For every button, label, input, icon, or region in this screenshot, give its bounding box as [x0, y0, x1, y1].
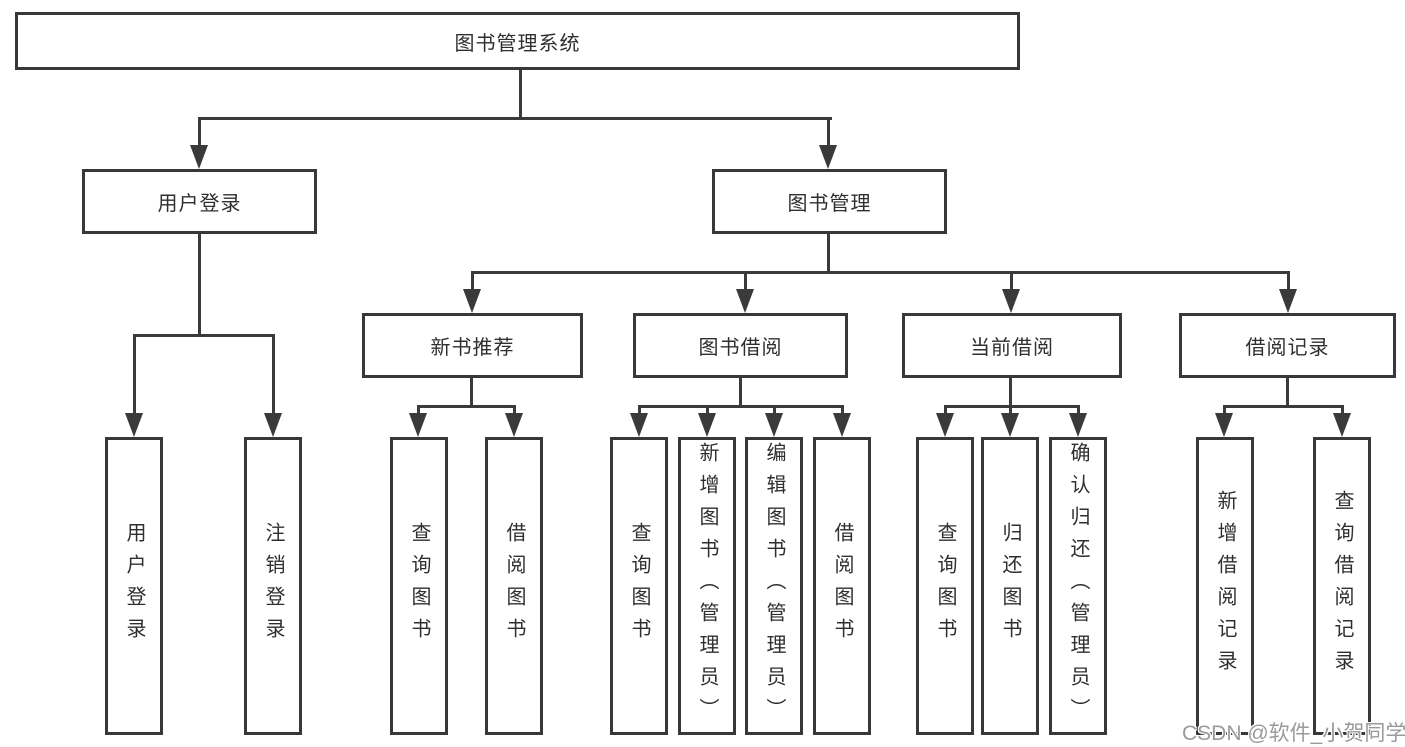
- leaf-cb-confirm-return-admin: 确认归还（管理员）: [1049, 437, 1107, 735]
- connector-current-vline: [1009, 378, 1012, 407]
- leaf-bb-edit-books-admin: 编辑图书（管理员）: [745, 437, 803, 735]
- node-borrowing-records: 借阅记录: [1179, 313, 1396, 378]
- leaf-bb-add-books-admin: 新增图书（管理员）: [678, 437, 736, 735]
- node-user-login-label: 用户登录: [157, 193, 242, 215]
- connector-stem-new-book: [471, 271, 474, 291]
- arrowhead-nb1: [409, 413, 427, 437]
- arrowhead-logout-leaf: [264, 413, 282, 437]
- connector-borrow-hline: [638, 405, 844, 408]
- leaf-br-add-record: 新增借阅记录: [1196, 437, 1254, 735]
- node-book-borrowing-label: 图书借阅: [698, 337, 783, 359]
- leaf-nb-borrow-books-label: 借阅图书: [503, 522, 525, 650]
- node-book-management: 图书管理: [712, 169, 947, 234]
- node-current-borrowing-label: 当前借阅: [970, 337, 1054, 359]
- leaf-bb-borrow-books: 借阅图书: [813, 437, 871, 735]
- arrowhead-bb2: [698, 413, 716, 437]
- connector-stem-borrowing-records: [1287, 271, 1290, 291]
- leaf-user-login: 用户登录: [105, 437, 163, 735]
- leaf-cb-query-books: 查询图书: [916, 437, 974, 735]
- connector-stem-nb1: [417, 405, 420, 415]
- leaf-br-add-record-label: 新增借阅记录: [1214, 490, 1236, 682]
- connector-root-vline: [519, 70, 522, 119]
- leaf-nb-query-books-label: 查询图书: [408, 522, 430, 650]
- connector-stem-cb3: [1077, 405, 1080, 415]
- leaf-logout: 注销登录: [244, 437, 302, 735]
- connector-stem-bb4: [841, 405, 844, 415]
- connector-userlogin-vline: [198, 234, 201, 336]
- connector-records-vline: [1286, 378, 1289, 407]
- arrowhead-book-management: [819, 145, 837, 169]
- leaf-cb-query-books-label: 查询图书: [934, 522, 956, 650]
- connector-stem-book-management: [827, 117, 830, 147]
- leaf-bb-query-books-label: 查询图书: [628, 522, 650, 650]
- leaf-br-query-record: 查询借阅记录: [1313, 437, 1371, 735]
- connector-borrow-vline: [739, 378, 742, 407]
- node-borrowing-records-label: 借阅记录: [1245, 337, 1330, 359]
- connector-stem-current-borrowing: [1010, 271, 1013, 291]
- leaf-br-query-record-label: 查询借阅记录: [1331, 490, 1353, 682]
- arrowhead-book-borrowing: [736, 289, 754, 313]
- arrowhead-borrowing-records: [1279, 289, 1297, 313]
- arrowhead-cb1: [936, 413, 954, 437]
- connector-bookmgmt-vline: [827, 234, 830, 273]
- leaf-bb-edit-books-admin-label: 编辑图书（管理员）: [763, 442, 785, 730]
- node-root-library-system: 图书管理系统: [15, 12, 1020, 70]
- connector-stem-user-login: [198, 117, 201, 147]
- csdn-watermark: CSDN @软件_小贺同学: [1182, 722, 1405, 745]
- connector-records-hline: [1223, 405, 1344, 408]
- node-root-label: 图书管理系统: [454, 32, 581, 55]
- leaf-cb-return-books: 归还图书: [981, 437, 1039, 735]
- arrowhead-bb1: [630, 413, 648, 437]
- leaf-bb-add-books-admin-label: 新增图书（管理员）: [696, 442, 718, 730]
- leaf-nb-borrow-books: 借阅图书: [485, 437, 543, 735]
- leaf-bb-borrow-books-label: 借阅图书: [831, 522, 853, 650]
- arrowhead-nb2: [505, 413, 523, 437]
- leaf-nb-query-books: 查询图书: [390, 437, 448, 735]
- leaf-cb-return-books-label: 归还图书: [999, 522, 1021, 650]
- connector-stem-bb1: [638, 405, 641, 415]
- leaf-cb-confirm-return-admin-label: 确认归还（管理员）: [1067, 442, 1089, 730]
- arrowhead-bb4: [833, 413, 851, 437]
- connector-root-hline: [198, 117, 832, 120]
- arrowhead-br2: [1333, 413, 1351, 437]
- leaf-bb-query-books: 查询图书: [610, 437, 668, 735]
- node-book-borrowing: 图书借阅: [633, 313, 848, 378]
- arrowhead-current-borrowing: [1002, 289, 1020, 313]
- connector-stem-login-leaf: [133, 334, 136, 414]
- connector-userlogin-hline: [133, 334, 275, 337]
- node-new-book-recommend-label: 新书推荐: [430, 337, 515, 359]
- connector-stem-logout-leaf: [272, 334, 275, 414]
- arrowhead-bb3: [765, 413, 783, 437]
- connector-stem-book-borrowing: [744, 271, 747, 291]
- connector-newbook-vline: [470, 378, 473, 407]
- connector-stem-cb2: [1009, 405, 1012, 415]
- arrowhead-cb2: [1001, 413, 1019, 437]
- node-new-book-recommend: 新书推荐: [362, 313, 583, 378]
- arrowhead-cb3: [1069, 413, 1087, 437]
- connector-stem-nb2: [513, 405, 516, 415]
- arrowhead-new-book: [463, 289, 481, 313]
- connector-current-hline: [944, 405, 1080, 408]
- connector-stem-cb1: [944, 405, 947, 415]
- arrowhead-user-login: [190, 145, 208, 169]
- arrowhead-br1: [1215, 413, 1233, 437]
- arrowhead-login-leaf: [125, 413, 143, 437]
- connector-stem-bb3: [773, 405, 776, 415]
- leaf-user-login-label: 用户登录: [123, 522, 145, 650]
- node-book-management-label: 图书管理: [787, 193, 872, 215]
- node-current-borrowing: 当前借阅: [902, 313, 1122, 378]
- connector-stem-br1: [1223, 405, 1226, 415]
- leaf-logout-label: 注销登录: [262, 522, 284, 650]
- connector-bookmgmt-hline: [471, 271, 1290, 274]
- connector-stem-bb2: [706, 405, 709, 415]
- connector-stem-br2: [1341, 405, 1344, 415]
- node-user-login: 用户登录: [82, 169, 317, 234]
- connector-newbook-hline: [417, 405, 516, 408]
